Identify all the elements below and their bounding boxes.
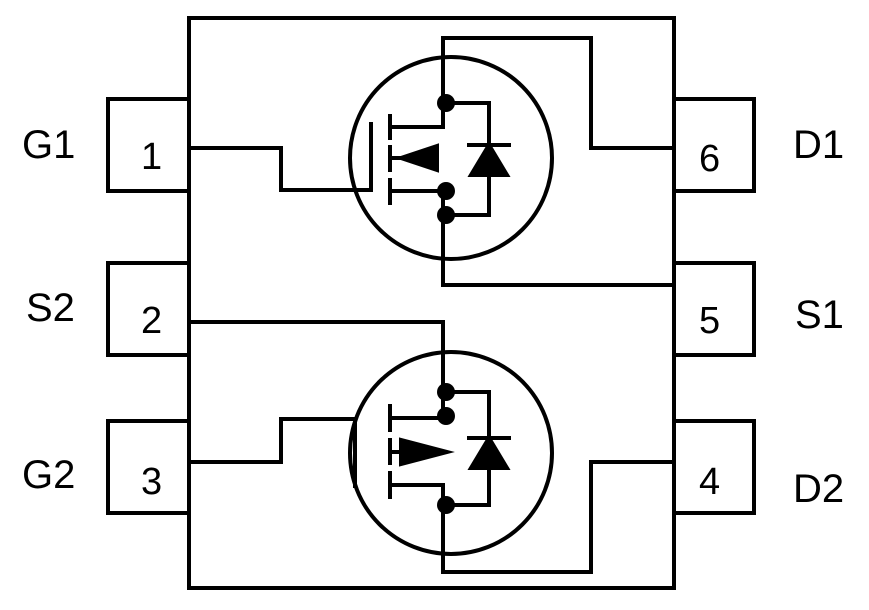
pin-number-5: 5 [699,300,720,342]
pin-number-6: 6 [699,138,720,180]
pin-number-3: 3 [141,461,162,503]
gate-wire-q1 [187,146,373,192]
junction-dot [437,496,455,514]
package-body [187,16,676,590]
pin-number-1: 1 [141,136,162,178]
pin-tab-6 [672,97,756,193]
source-conn-q1 [388,189,676,287]
pin-name-g1: G1 [22,123,75,167]
junction-dot [437,383,455,401]
junction-dot [437,206,455,224]
mosfet-q2-envelope [348,350,554,556]
pin-tab-3 [106,419,191,515]
pin-tab-1 [106,97,191,193]
pin-name-g2: G2 [22,453,75,497]
pin-number-2: 2 [141,300,162,342]
junction-dot [437,94,455,112]
pin-name-d1: D1 [793,123,844,167]
source-conn-q2 [187,320,445,420]
mosfet-q2 [187,320,676,574]
pin-number-4: 4 [699,461,720,503]
drain-conn-q1 [388,36,676,150]
pin-tab-5 [672,261,756,357]
diode-triangle-q2 [467,434,511,470]
junction-dot [437,182,455,200]
pin-tab-2 [106,261,191,357]
body-arrow-q1 [394,143,439,173]
mosfet-q1 [187,36,676,287]
pin-tab-4 [672,419,756,515]
pin-name-s2: S2 [26,286,75,330]
mosfet-q1-envelope [348,55,554,261]
drain-conn-q2 [388,460,676,574]
pin-name-s1: S1 [795,293,844,337]
diode-triangle-q1 [467,141,511,177]
pin-name-d2: D2 [793,467,844,511]
junction-dot [437,407,455,425]
body-arrow-q2 [399,437,455,467]
gate-wire-q2 [187,417,357,464]
